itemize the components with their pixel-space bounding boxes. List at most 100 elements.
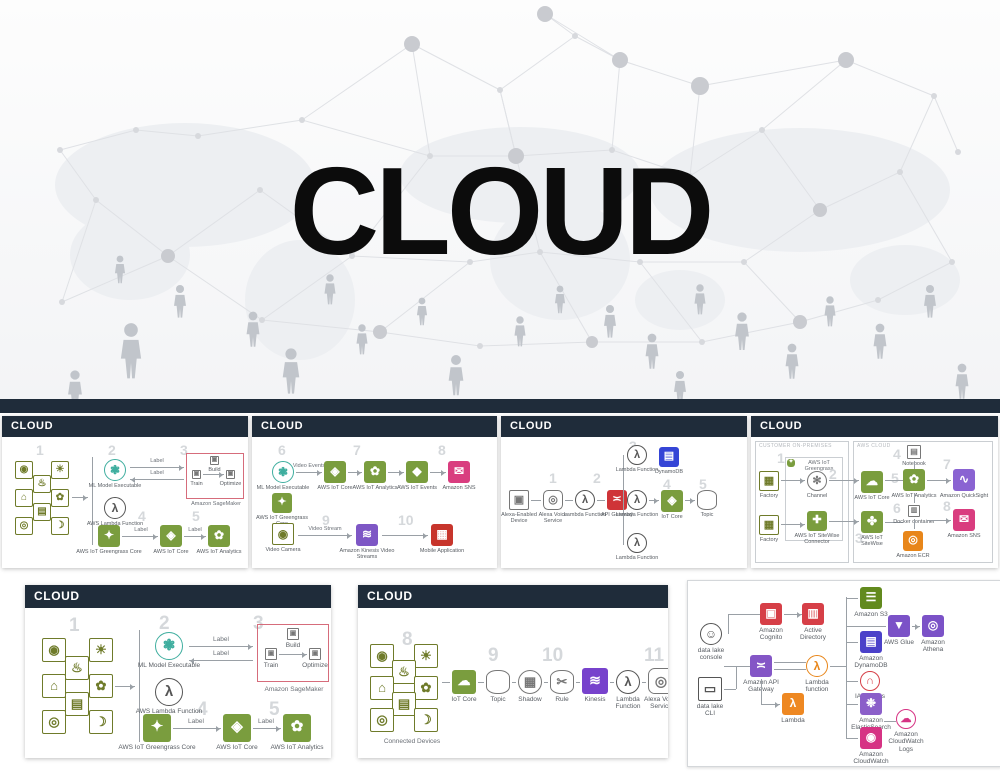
diagram-text: AWS IoT Greengrass: [804, 460, 834, 473]
icon-label: IoT Core: [661, 514, 683, 520]
greengrass-icon: ✦: [98, 525, 120, 547]
step-number: 5: [192, 508, 200, 524]
icon-label: Rule: [555, 696, 569, 703]
step-number: 8: [943, 498, 951, 514]
hero-title: CLOUD: [289, 143, 715, 281]
network-graph: [57, 6, 961, 349]
connector-line: [279, 651, 307, 658]
icon-label: AWS IoT Analytics: [196, 549, 242, 555]
icon-label: Notebook: [899, 461, 929, 467]
sagemaker-build-icon: ▣: [287, 628, 299, 640]
icon-label: AWS Lambda Function: [135, 708, 203, 715]
api-gateway-icon: ≍: [750, 655, 772, 677]
connector-line: [774, 669, 806, 670]
slide-thumbnail-3[interactable]: CLOUD12345Alexa-Enabled Device▣Alexa Voi…: [501, 416, 747, 568]
iot-analytics-icon: ✿: [208, 525, 230, 547]
diagram-text: Label: [188, 527, 202, 533]
s3-icon: ☰: [860, 587, 882, 609]
connector-line: [115, 683, 135, 690]
slide-header-title: CLOUD: [358, 585, 668, 608]
device-chip-icon: ✿: [89, 674, 113, 698]
diagram-text: Video Events: [292, 463, 326, 469]
device-chip-icon: ☽: [89, 710, 113, 734]
connector-line: [846, 681, 858, 682]
connector-line: [685, 497, 695, 504]
icon-label: Lambda Function: [563, 512, 607, 518]
device-chip-icon: ▤: [33, 503, 51, 521]
connector-line: [885, 522, 903, 523]
device-chip-icon: ☀: [51, 461, 69, 479]
step-number: 4: [197, 699, 208, 720]
step-number: 9: [322, 512, 330, 528]
iot-core-icon: ☁: [452, 670, 476, 694]
slide-thumbnail-4[interactable]: CLOUDCustomer on-premisesAWS Cloud✦AWS I…: [751, 416, 998, 568]
step-number: 8: [438, 442, 446, 458]
connector-line: [130, 464, 184, 471]
step-number: 1: [69, 615, 80, 636]
connector-line: [597, 500, 605, 501]
icon-label: Docker container: [893, 519, 935, 525]
notebook-icon: ▤: [907, 445, 921, 459]
elasticsearch-icon: ❉: [860, 693, 882, 715]
icon-label: Amazon Athena: [921, 639, 945, 654]
step-number: 5: [269, 699, 280, 720]
connector-line: [203, 471, 224, 478]
icon-label: Build: [208, 467, 221, 473]
connector-line: [761, 701, 780, 708]
connector-line: [189, 657, 253, 664]
device-chip-icon: ✿: [51, 489, 69, 507]
connector-line: [781, 521, 805, 528]
video-camera-icon: ◉: [272, 523, 294, 545]
hero-banner: CLOUD: [0, 0, 1000, 399]
lambda-icon: λ: [575, 490, 595, 510]
connector-line: [927, 517, 951, 524]
icon-label: Alexa-Enabled Device: [501, 512, 537, 525]
connector-line: [296, 469, 322, 476]
lambda-icon: λ: [627, 533, 647, 553]
step-number: 2: [108, 442, 116, 458]
icon-label: AWS IoT Core: [854, 495, 890, 501]
slide-diagram: data lake console☺data lake CLI▭Amazon C…: [688, 581, 1000, 766]
icon-label: data lake console: [697, 647, 725, 662]
iot-sitewise-icon: ✤: [861, 511, 883, 533]
mobile-app-icon: ▦: [431, 524, 453, 546]
icon-label: IoT Core: [451, 696, 477, 703]
connector-line: [649, 497, 659, 504]
icon-label: Lambda function: [805, 679, 829, 694]
device-chip-icon: ☽: [51, 517, 69, 535]
iot-core-icon: ◈: [223, 714, 251, 742]
step-number: 7: [353, 442, 361, 458]
connector-line: [512, 682, 516, 683]
sagemaker-train-icon: ▣: [192, 470, 201, 479]
slide-header-title: CLOUD: [252, 416, 497, 437]
iot-events-icon: ◆: [406, 461, 428, 483]
icon-label: Topic: [490, 696, 506, 703]
cognito-icon: ▣: [760, 603, 782, 625]
slide-thumbnail-7[interactable]: data lake console☺data lake CLI▭Amazon C…: [687, 580, 1000, 767]
icon-label: API Gateway: [600, 512, 634, 518]
iot-analytics-icon: ✿: [283, 714, 311, 742]
connector-line: [829, 477, 859, 484]
iot-core-icon: ☁: [861, 471, 883, 493]
step-number: 2: [593, 470, 601, 486]
connector-line: [184, 533, 206, 540]
connector-line: [544, 682, 548, 683]
sagemaker-optimize-icon: ▣: [226, 470, 235, 479]
quicksight-icon: ∿: [953, 469, 975, 491]
device-chip-icon: ◉: [42, 638, 66, 662]
lambda-icon: λ: [627, 445, 647, 465]
iot-core-icon: ◈: [661, 490, 683, 512]
diagram-text: Label: [213, 650, 229, 657]
topic-icon: [486, 670, 510, 694]
connector-line: [927, 477, 951, 484]
step-number: 3: [180, 442, 188, 458]
docker-container-icon: ▥: [908, 505, 920, 517]
connector-line: [576, 682, 580, 683]
sagemaker-train-icon: ▣: [265, 648, 277, 660]
